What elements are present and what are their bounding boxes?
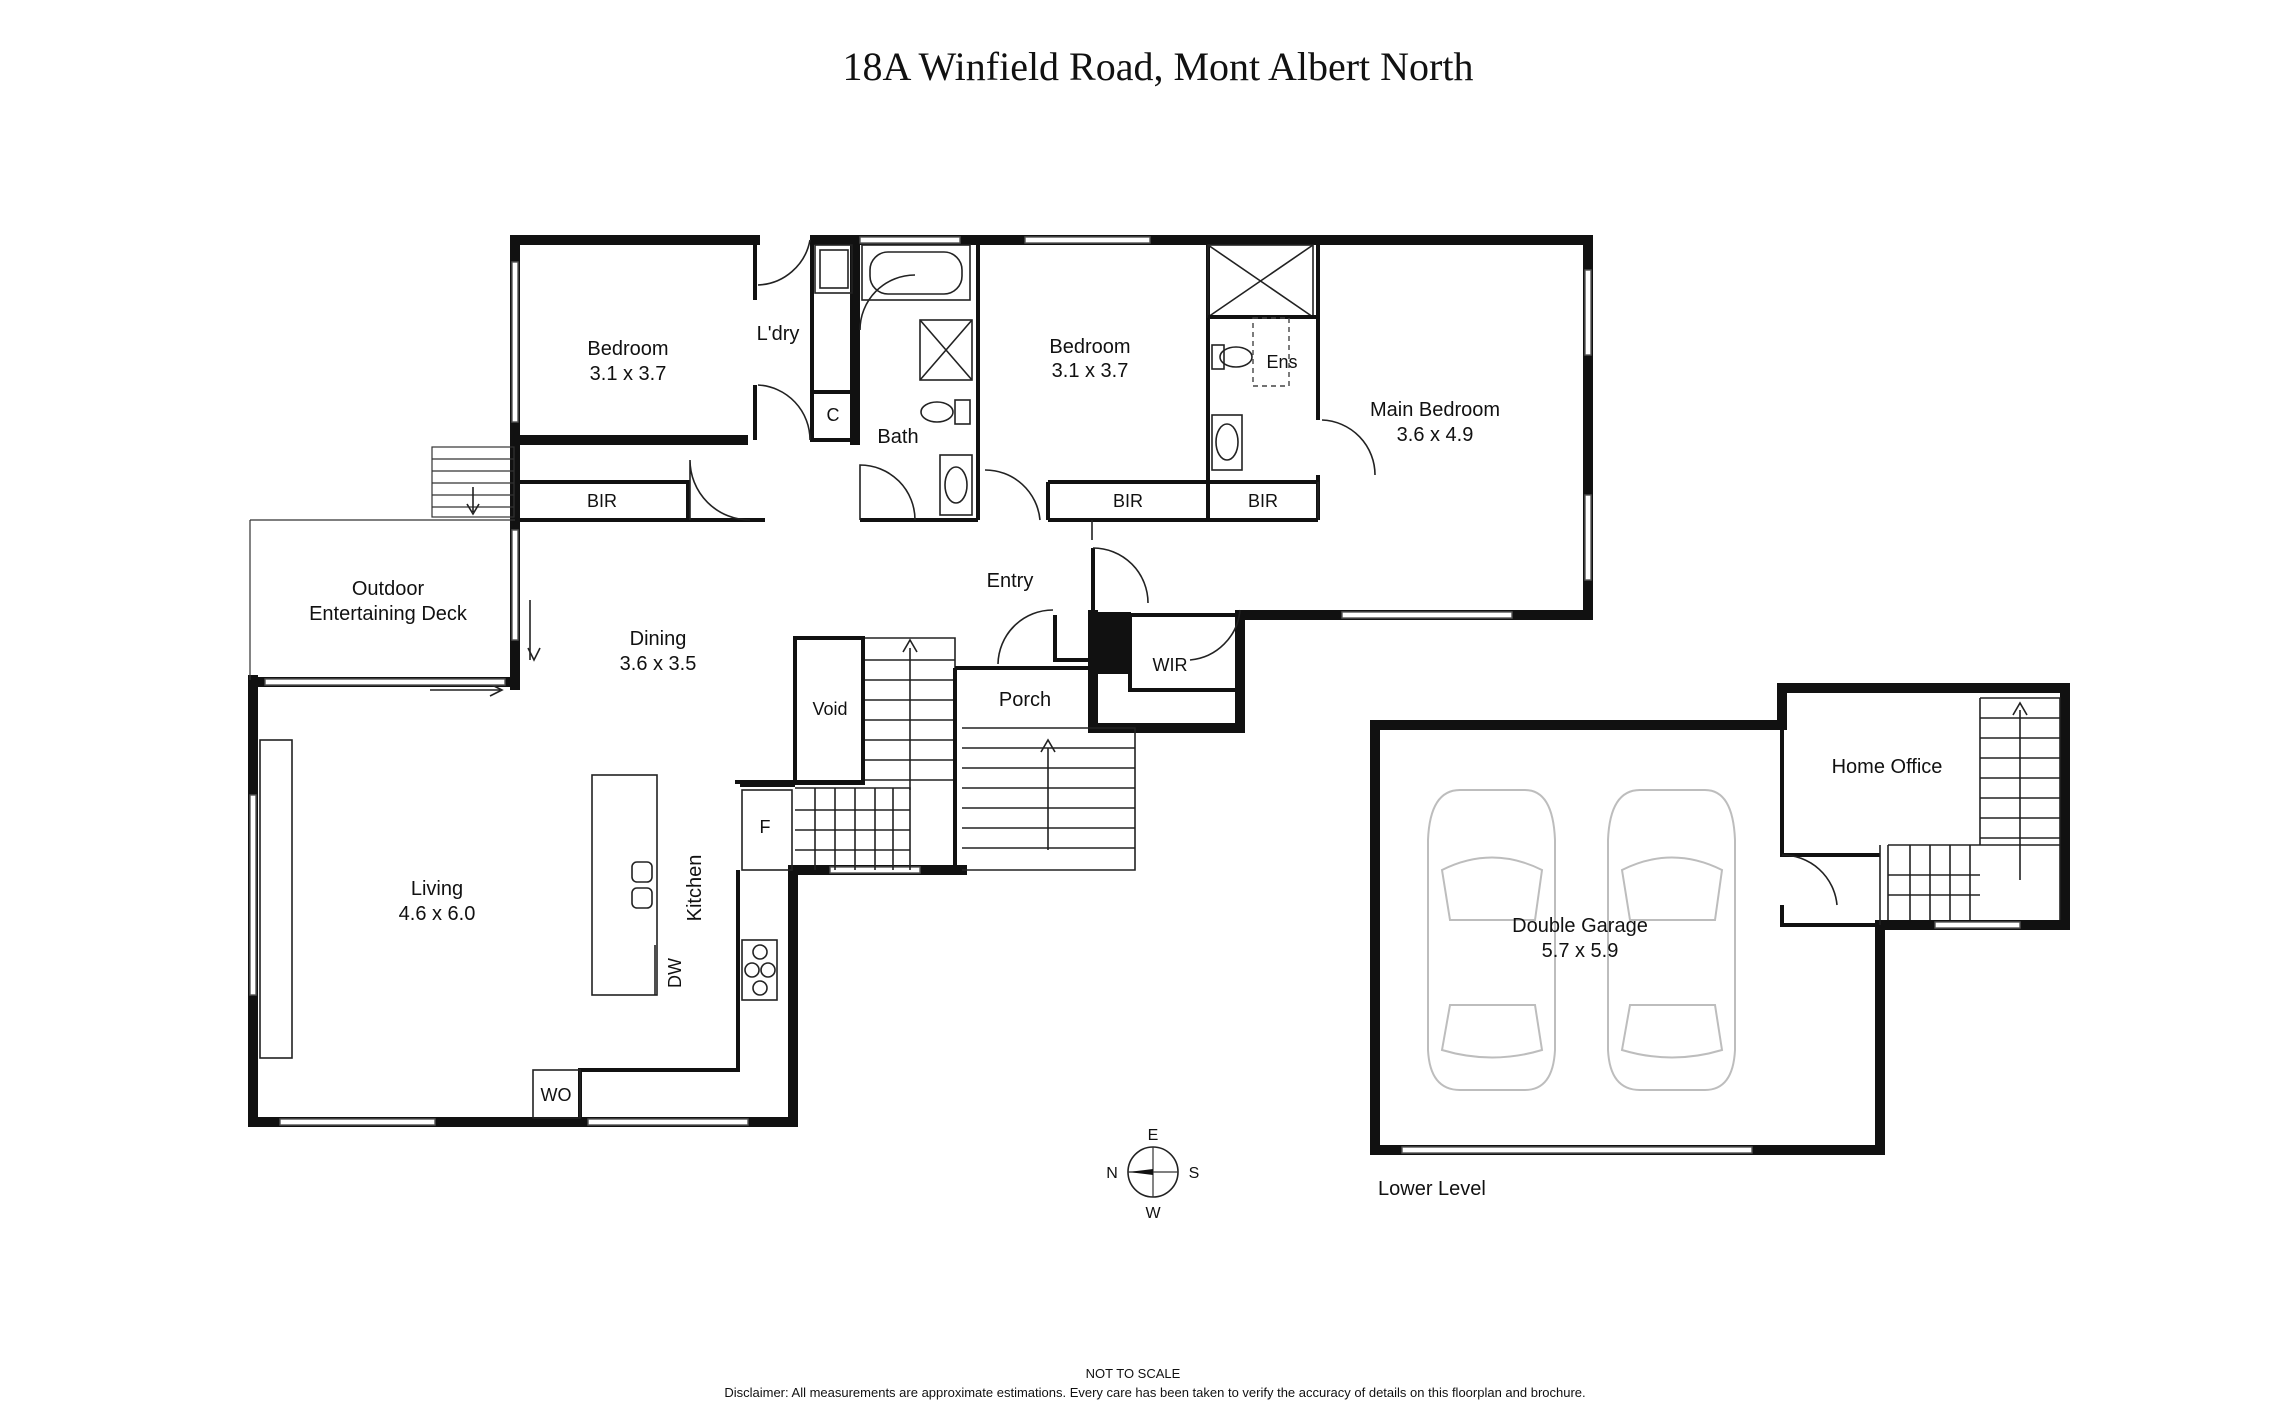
label-kitchen: Kitchen: [684, 855, 706, 922]
label-ensuite: Ens: [1266, 352, 1297, 372]
room-labels: Bedroom 3.1 x 3.7 L'dry C Bath Bedroom 3…: [309, 323, 1942, 1200]
label-main-bedroom: Main Bedroom: [1370, 399, 1500, 421]
label-porch: Porch: [999, 689, 1051, 711]
disclaimer: Disclaimer: All measurements are approxi…: [724, 1385, 1585, 1400]
label-bedroom-left: Bedroom: [587, 338, 668, 360]
label-bedroom-mid: Bedroom: [1049, 336, 1130, 358]
compass-south: S: [1189, 1165, 1200, 1182]
plan-title: 18A Winfield Road, Mont Albert North: [843, 44, 1474, 89]
living-kitchen: [259, 739, 795, 1119]
label-bir-mid: BIR: [1113, 491, 1143, 511]
label-laundry: L'dry: [757, 323, 800, 345]
label-fridge: F: [760, 817, 771, 837]
outdoor-deck: [249, 446, 515, 680]
main-level-interior: [520, 240, 1320, 692]
main-level-windows: [249, 236, 1592, 1126]
compass: E N S W: [1106, 1127, 1199, 1222]
label-double-garage: Double Garage: [1512, 915, 1648, 937]
label-wall-oven: WO: [541, 1085, 572, 1105]
label-main-bedroom-size: 3.6 x 4.9: [1397, 424, 1474, 446]
label-living: Living: [411, 878, 463, 900]
compass-north: N: [1106, 1165, 1118, 1182]
void-stairs: [793, 636, 1136, 871]
label-bedroom-left-size: 3.1 x 3.7: [590, 363, 667, 385]
label-bedroom-mid-size: 3.1 x 3.7: [1052, 360, 1129, 382]
label-void: Void: [812, 699, 847, 719]
compass-west: W: [1145, 1205, 1161, 1222]
main-level-doors: [430, 239, 1376, 697]
compass-east: E: [1148, 1127, 1159, 1144]
label-home-office: Home Office: [1832, 756, 1943, 778]
lower-level-windows: [1401, 921, 2021, 1154]
label-outdoor-deck-line1: Outdoor: [352, 578, 425, 600]
label-bir-right: BIR: [1248, 491, 1278, 511]
label-wir: WIR: [1153, 655, 1188, 675]
label-bir-left: BIR: [587, 491, 617, 511]
label-entry: Entry: [987, 570, 1034, 592]
label-dining-size: 3.6 x 3.5: [620, 653, 697, 675]
label-dishwasher: DW: [665, 958, 685, 988]
label-double-garage-size: 5.7 x 5.9: [1542, 940, 1619, 962]
label-dining: Dining: [630, 628, 687, 650]
scale-note: NOT TO SCALE: [1086, 1366, 1181, 1381]
label-cupboard: C: [827, 405, 840, 425]
label-living-size: 4.6 x 6.0: [399, 903, 476, 925]
garage-cars: [1427, 789, 1736, 1091]
lower-level-stairs: [1887, 697, 2061, 920]
label-outdoor-deck-line2: Entertaining Deck: [309, 603, 468, 625]
label-lower-level: Lower Level: [1378, 1178, 1486, 1200]
label-bath: Bath: [877, 426, 918, 448]
